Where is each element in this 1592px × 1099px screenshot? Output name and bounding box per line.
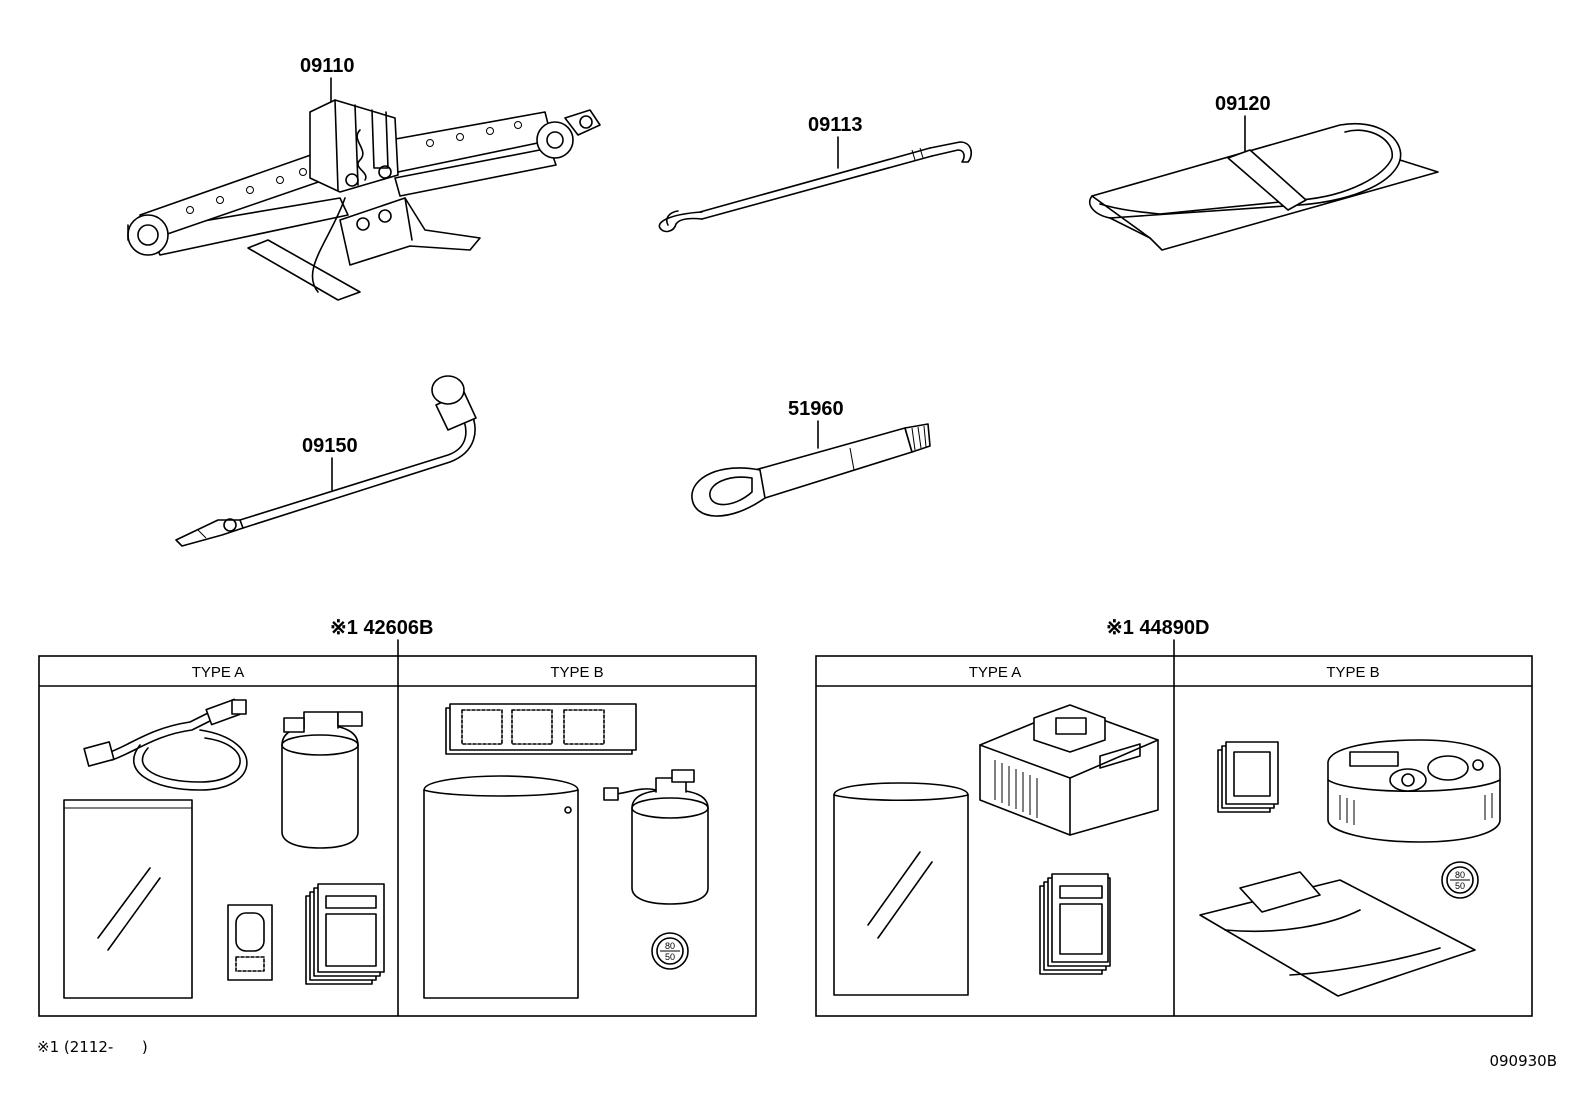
sticker-sheet-icon — [445, 703, 637, 755]
sealant-bottle-icon — [281, 711, 363, 849]
air-compressor-icon — [979, 704, 1159, 836]
kit-right-type-a-header: TYPE A — [969, 664, 1022, 681]
lug-wrench-illustration: 09150 — [175, 375, 477, 547]
repair-kit-left: ※1 42606B TYPE A TYPE B — [38, 617, 757, 1017]
compact-compressor-icon — [1327, 739, 1501, 843]
plastic-bag-right-icon — [833, 782, 969, 996]
speed-sticker-right-bottom: 50 — [1455, 881, 1465, 891]
scissor-jack-illustration: 09110 — [127, 55, 601, 301]
inflation-hose-icon — [83, 698, 248, 791]
instruction-manual-icon — [305, 883, 385, 985]
towing-eye-illustration: 51960 — [691, 398, 931, 517]
tool-bag-illustration: 09120 — [1088, 93, 1439, 251]
plastic-bag-icon — [63, 799, 193, 999]
diagram-code: 090930B — [1489, 1052, 1557, 1070]
kit-left-type-a-header: TYPE A — [192, 664, 245, 681]
footnote: ※1 (2112- ) — [37, 1038, 148, 1056]
jack-handle-illustration: 09113 — [658, 114, 973, 233]
sealant-pouch-right-icon — [1199, 871, 1476, 997]
kit-right-type-b-header: TYPE B — [1326, 664, 1379, 681]
speed-limit-sticker-icon: 80 50 — [651, 932, 689, 970]
speed-sticker-right-top: 80 — [1455, 870, 1465, 880]
sticker-pad-icon — [1217, 741, 1279, 813]
towing-eye-part-number[interactable]: 51960 — [788, 398, 844, 420]
speed-sticker-bottom: 50 — [665, 952, 675, 962]
jack-part-number[interactable]: 09110 — [300, 55, 355, 77]
speed-sticker-top: 80 — [665, 941, 675, 951]
repair-kit-right: ※1 44890D TYPE A TYPE B — [815, 617, 1533, 1017]
sealant-pouch-icon — [423, 775, 579, 999]
sealant-bottle-b-icon — [603, 769, 709, 905]
kit-right-label[interactable]: ※1 44890D — [1106, 617, 1210, 639]
valve-core-tool-icon — [227, 904, 273, 981]
speed-limit-sticker-right-icon: 80 50 — [1441, 861, 1479, 899]
jack-handle-part-number[interactable]: 09113 — [808, 114, 863, 136]
kit-left-type-b-header: TYPE B — [550, 664, 603, 681]
lug-wrench-part-number[interactable]: 09150 — [302, 435, 358, 457]
tool-bag-part-number[interactable]: 09120 — [1215, 93, 1271, 115]
kit-left-label[interactable]: ※1 42606B — [330, 617, 434, 639]
instruction-manual-right-icon — [1039, 873, 1111, 975]
